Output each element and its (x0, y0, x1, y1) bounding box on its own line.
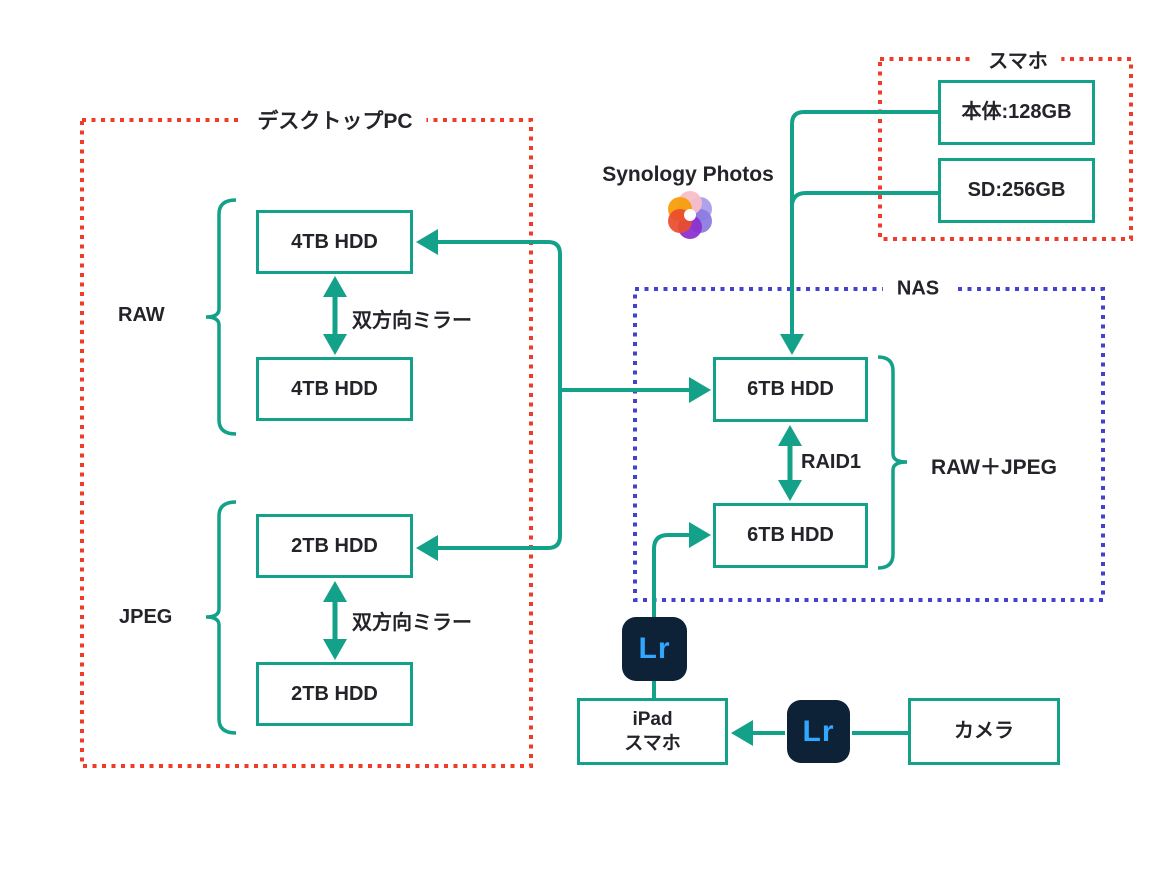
mobile-viewer-line2: スマホ (624, 732, 681, 754)
nas-content-brace (877, 355, 908, 570)
jpeg-group-label: JPEG (119, 606, 173, 628)
phone-sd-card-box: SD:256GB (938, 158, 1095, 223)
nas-content-label: RAW＋JPEG (931, 456, 1058, 479)
arrowheads (323, 229, 804, 746)
pc-jpeg-disk1-box: 2TB HDD (256, 514, 413, 578)
pc-jpeg-disk2-box: 2TB HDD (256, 662, 413, 726)
pc-raw-disk2-box: 4TB HDD (256, 357, 413, 421)
nas-disk1-box: 6TB HDD (713, 357, 868, 422)
connector-nas-to-pc-disks (436, 240, 562, 550)
mirror-arrow-jpeg-up (323, 581, 347, 602)
mobile-viewer-box: iPad スマホ (577, 698, 728, 765)
connector-phone-sd-to-nas (790, 191, 938, 206)
raw-group-brace (205, 198, 237, 436)
nas-disk2-box: 6TB HDD (713, 503, 868, 568)
synology-photos-icon (667, 191, 713, 239)
synology-photos-label: Synology Photos (602, 163, 774, 186)
lightroom-icon: Lr (622, 617, 687, 681)
smartphone-group-title: スマホ (974, 44, 1062, 74)
pc-raw-disk1-box: 4TB HDD (256, 210, 413, 274)
raw-group-label: RAW (118, 304, 165, 326)
arrowhead-into-4tb-disk1 (416, 229, 438, 255)
flower-center (684, 209, 696, 221)
raid1-arrow-down (778, 480, 802, 501)
raw-mirror-label: 双方向ミラー (352, 310, 472, 332)
raid1-label: RAID1 (801, 451, 862, 473)
nas-group-border (633, 287, 1105, 602)
mirror-arrow-raw-up (323, 276, 347, 297)
arrowhead-into-mobile-viewer (731, 720, 753, 746)
mirror-arrow-raw-down (323, 334, 347, 355)
mobile-viewer-line1: iPad (632, 708, 673, 730)
jpeg-mirror-label: 双方向ミラー (352, 612, 472, 634)
lightroom-icon-label: Lr (638, 632, 671, 665)
mirror-arrow-jpeg-down (323, 639, 347, 660)
arrowhead-into-2tb-disk1 (416, 535, 438, 561)
connector-phone-internal-to-nas (790, 110, 938, 338)
phone-internal-storage-box: 本体:128GB (938, 80, 1095, 145)
arrowhead-phone-into-6tb-disk1 (780, 334, 804, 355)
jpeg-group-brace (205, 500, 237, 735)
desktop-pc-group-title: デスクトップPC (243, 105, 427, 135)
lightroom-icon: Lr (787, 700, 850, 763)
lightroom-icon-label: Lr (802, 714, 835, 748)
camera-box: カメラ (908, 698, 1060, 765)
arrowhead-into-6tb-disk1 (689, 377, 711, 403)
arrowhead-into-6tb-disk2 (689, 522, 711, 548)
nas-group-title: NAS (882, 277, 954, 301)
desktop-pc-group-border (80, 118, 533, 768)
raid1-arrow-up (778, 425, 802, 446)
connector-lightroom-to-nas-disk2 (652, 533, 690, 698)
